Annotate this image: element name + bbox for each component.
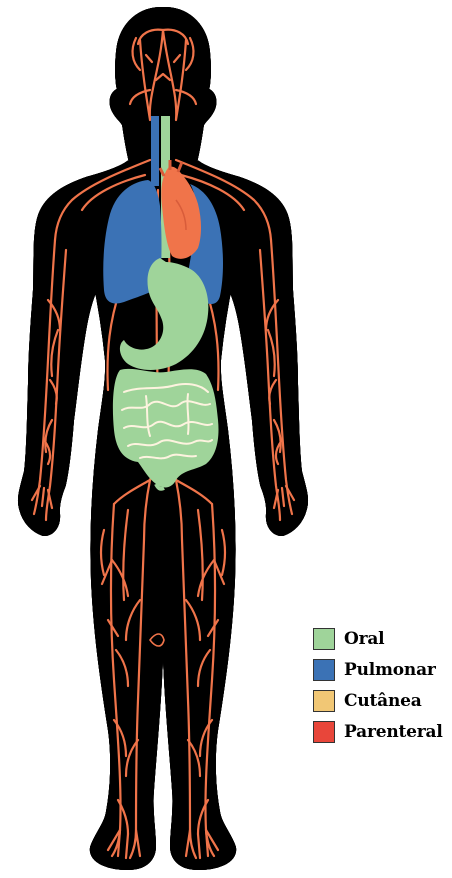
- legend-label-parenteral: Parenteral: [344, 722, 443, 742]
- legend-label-pulmonar: Pulmonar: [344, 660, 436, 680]
- legend-item-parenteral: Parenteral: [313, 716, 452, 747]
- pulmonar-swatch-icon: [313, 659, 335, 681]
- legend-item-pulmonar: Pulmonar: [313, 654, 452, 685]
- legend-label-oral: Oral: [344, 629, 384, 649]
- trachea-tube: [151, 116, 159, 186]
- cutanea-swatch-icon: [313, 690, 335, 712]
- legend-item-cutanea: Cutânea: [313, 685, 452, 716]
- oral-swatch-icon: [313, 628, 335, 650]
- parenteral-swatch-icon: [313, 721, 335, 743]
- legend-label-cutanea: Cutânea: [344, 691, 422, 711]
- legend-item-oral: Oral: [313, 623, 452, 654]
- legend: Oral Pulmonar Cutânea Parenteral: [313, 623, 452, 747]
